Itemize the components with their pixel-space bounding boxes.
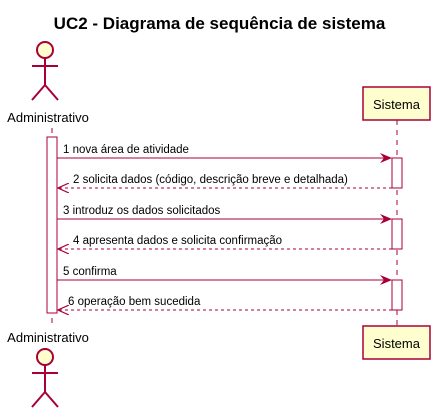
actor-top-icon	[31, 41, 59, 101]
participant-bottom-box: Sistema	[362, 325, 431, 360]
message-label: 2 solicita dados (código, descrição brev…	[73, 174, 348, 186]
message-label: 6 operação bem sucedida	[68, 296, 201, 308]
actor-bottom-icon	[31, 348, 59, 408]
diagram-title: UC2 - Diagrama de sequência de sistema	[54, 14, 386, 33]
message-label: 1 nova área de atividade	[63, 144, 189, 156]
participant-top-box: Sistema	[362, 86, 431, 121]
actor-top-label: Administrativo	[7, 110, 89, 125]
participant-top-label: Sistema	[373, 97, 421, 112]
actor-activation-bar	[46, 136, 58, 314]
actor-bottom-label: Administrativo	[7, 330, 89, 345]
message-label: 5 confirma	[63, 266, 117, 278]
participant-activation-bar	[391, 279, 403, 311]
message-label: 4 apresenta dados e solicita confirmação	[73, 235, 282, 247]
participant-bottom-label: Sistema	[373, 336, 421, 351]
message-label: 3 introduz os dados solicitados	[63, 205, 221, 217]
participant-activation-bar	[391, 218, 403, 250]
participant-activation-bar	[391, 157, 403, 189]
